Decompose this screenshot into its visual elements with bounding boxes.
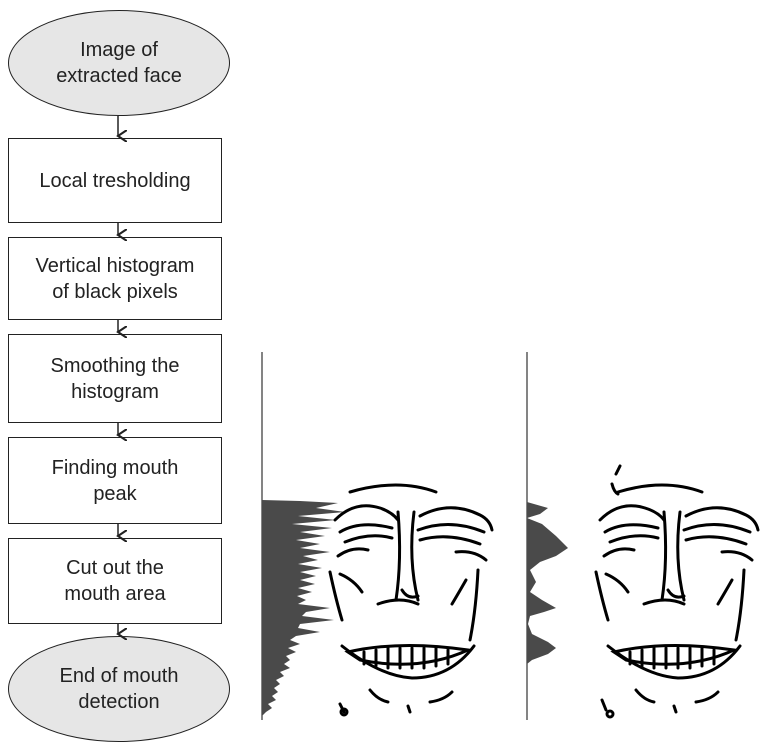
left-histogram-fill (262, 500, 345, 716)
left-face-thresholded (330, 485, 492, 715)
right-panel (527, 352, 758, 720)
left-panel (262, 352, 492, 720)
right-histogram-fill (527, 502, 568, 664)
right-face-thresholded (596, 466, 758, 717)
